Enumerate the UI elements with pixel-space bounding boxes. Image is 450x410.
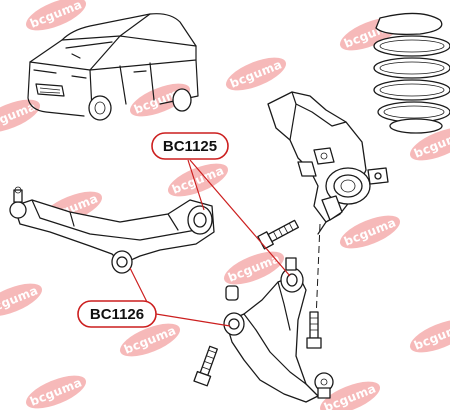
coil-spring-icon bbox=[373, 12, 450, 134]
ball-joint-icon bbox=[9, 186, 27, 219]
bushing-icon bbox=[223, 312, 245, 336]
leader-line bbox=[187, 159, 205, 211]
car-icon bbox=[27, 13, 199, 121]
bushing-icon bbox=[187, 205, 213, 235]
bushing-icon bbox=[225, 285, 239, 301]
bolt-icon bbox=[257, 219, 300, 250]
leader-line bbox=[189, 159, 291, 277]
control-arm-icon bbox=[223, 257, 334, 403]
watermark-badge: bcguma bbox=[0, 283, 43, 317]
guide-line bbox=[315, 223, 321, 321]
car-rear-wheel bbox=[172, 88, 192, 112]
bolt-icon bbox=[193, 345, 218, 387]
callout-bc1126: BC1126 bbox=[77, 300, 157, 328]
bushing-icon bbox=[280, 257, 304, 293]
watermark-badge: bcguma bbox=[339, 215, 401, 249]
watermark-badge: bcguma bbox=[225, 57, 287, 91]
leader-line bbox=[155, 313, 231, 327]
leader-lines bbox=[129, 159, 291, 327]
leader-line bbox=[129, 267, 149, 305]
ball-joint-icon bbox=[314, 372, 334, 399]
watermark-badge: bcguma bbox=[0, 99, 41, 133]
callout-label: BC1126 bbox=[90, 306, 144, 323]
bushing-icon bbox=[111, 250, 133, 274]
callout-label: BC1125 bbox=[163, 138, 217, 155]
bolt-icon bbox=[306, 311, 322, 349]
watermark-badge: bcguma bbox=[25, 375, 87, 409]
callout-bc1125: BC1125 bbox=[151, 132, 229, 160]
watermark-badge: bcguma bbox=[409, 319, 450, 353]
wheel-knuckle-icon bbox=[267, 91, 389, 235]
car-front-wheel bbox=[88, 95, 112, 121]
control-arm-icon bbox=[9, 186, 215, 274]
watermark-badge: bcguma bbox=[25, 0, 87, 31]
